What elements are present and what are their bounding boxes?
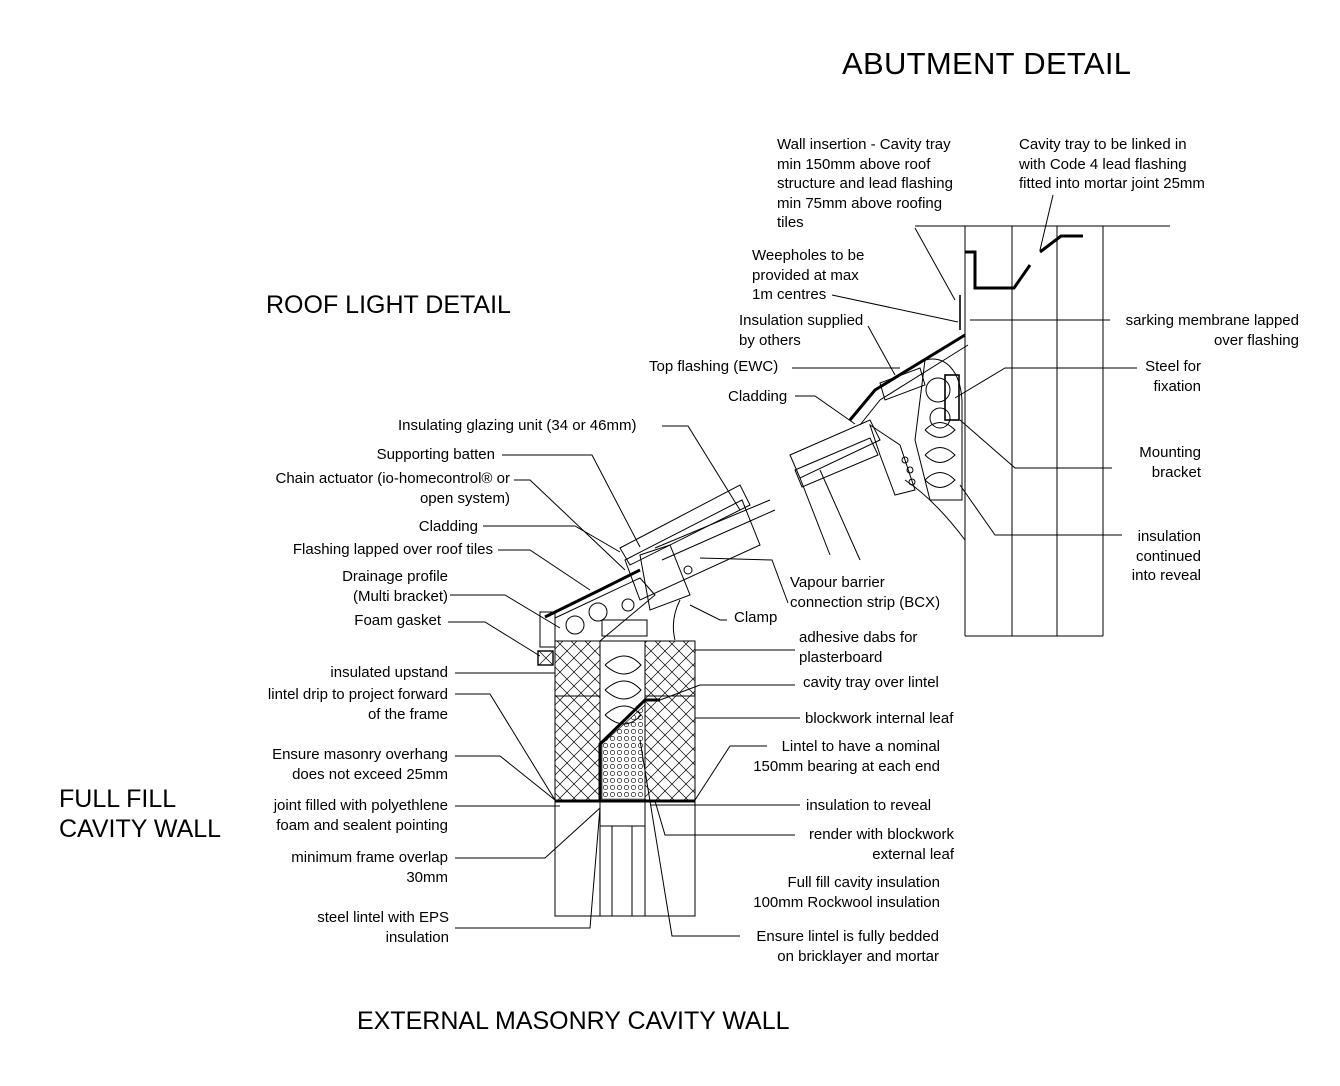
- label-top-flashing: Top flashing (EWC): [649, 358, 779, 375]
- cavity-wall-title: FULL FILL CAVITY WALL: [59, 785, 222, 843]
- abutment-insulation-loops: [924, 422, 956, 488]
- label-adhesive-dabs: adhesive dabs for plasterboard: [799, 629, 918, 666]
- label-sarking: sarking membrane lapped over flashing: [1125, 312, 1299, 349]
- label-flashing-lapped: Flashing lapped over roof tiles: [292, 541, 493, 558]
- label-masonry-overhang: Ensure masonry overhang does not exceed …: [272, 746, 448, 783]
- label-foam-gasket: Foam gasket: [354, 612, 441, 629]
- label-vapour-barrier: Vapour barrier connection strip (BCX): [790, 574, 941, 611]
- abutment-drawing: [789, 225, 1170, 637]
- label-cavity-tray-link: Cavity tray to be linked in with Code 4 …: [1019, 136, 1205, 192]
- label-supporting-batten: Supporting batten: [376, 446, 495, 463]
- label-clamp: Clamp: [734, 609, 778, 626]
- label-steel-fixation: Steel for fixation: [1145, 358, 1201, 395]
- label-lintel-bearing: Lintel to have a nominal 150mm bearing a…: [753, 738, 940, 775]
- label-glazing-unit: Insulating glazing unit (34 or 46mm): [398, 417, 637, 434]
- label-abutment-cladding: Cladding: [728, 388, 788, 405]
- label-cavity-tray-lintel: cavity tray over lintel: [803, 674, 939, 691]
- cavity-wall-drawing: [537, 484, 776, 917]
- label-insulation-reveal: insulation to reveal: [806, 797, 932, 814]
- label-lintel-bedded: Ensure lintel is fully bedded on brickla…: [756, 928, 939, 965]
- roof-light-title: ROOF LIGHT DETAIL: [266, 291, 511, 319]
- label-insulated-upstand: insulated upstand: [330, 664, 448, 681]
- leader-lines: [448, 194, 1137, 937]
- external-wall-title: EXTERNAL MASONRY CAVITY WALL: [357, 1007, 790, 1035]
- label-chain-actuator: Chain actuator (io-homecontrol® or open …: [275, 470, 511, 507]
- label-full-fill: Full fill cavity insulation 100mm Rockwo…: [753, 874, 940, 911]
- label-lintel-drip: lintel drip to project forward of the fr…: [267, 686, 448, 723]
- abutment-title: ABUTMENT DETAIL: [842, 46, 1132, 81]
- label-insulation-supplied: Insulation supplied by others: [739, 312, 864, 349]
- label-frame-overlap: minimum frame overlap 30mm: [291, 849, 448, 886]
- label-mounting-bracket: Mounting bracket: [1139, 444, 1201, 481]
- label-weepholes: Weepholes to be provided at max 1m centr…: [752, 247, 865, 303]
- label-roof-cladding: Cladding: [418, 518, 478, 535]
- label-steel-lintel: steel lintel with EPS insulation: [317, 909, 449, 946]
- label-render-blockwork: render with blockwork external leaf: [808, 826, 954, 863]
- label-blockwork-internal: blockwork internal leaf: [805, 710, 954, 727]
- label-drainage-profile: Drainage profile (Multi bracket): [342, 568, 448, 605]
- label-joint-filled: joint filled with polyethlene foam and s…: [273, 797, 448, 834]
- label-insulation-continued: insulation continued into reveal: [1131, 528, 1201, 584]
- label-wall-insertion: Wall insertion - Cavity tray min 150mm a…: [777, 136, 953, 231]
